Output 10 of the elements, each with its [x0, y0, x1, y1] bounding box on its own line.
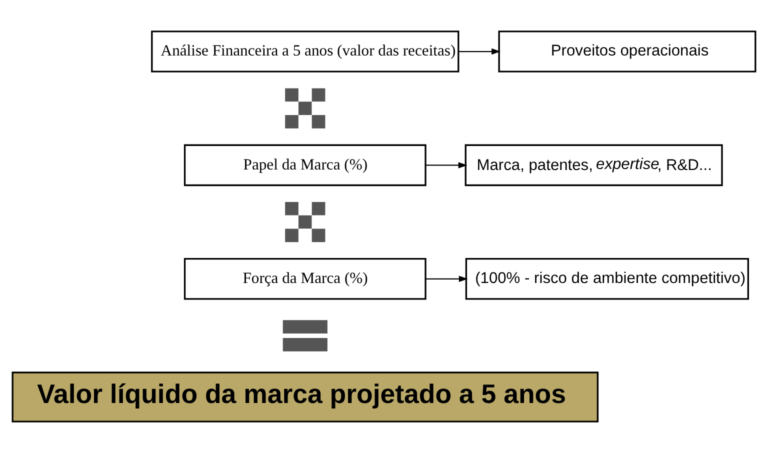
node-box: Análise Financeira a 5 anos (valor das receitas) [151, 30, 460, 72]
arrow [458, 48, 500, 55]
node-box: Força da Marca (%) [184, 258, 426, 300]
node-box: Proveitos operacionais [498, 30, 756, 72]
arrow [426, 162, 468, 168]
node-box: (100% - risco de ambiente competitivo) [465, 258, 749, 300]
node-box: Marca, patentes, expertise, R&D... [464, 144, 723, 186]
node-box: Valor líquido da marca projetado a 5 anos [12, 372, 599, 422]
node-box: Papel da Marca (%) [184, 144, 426, 186]
arrow [426, 276, 468, 282]
